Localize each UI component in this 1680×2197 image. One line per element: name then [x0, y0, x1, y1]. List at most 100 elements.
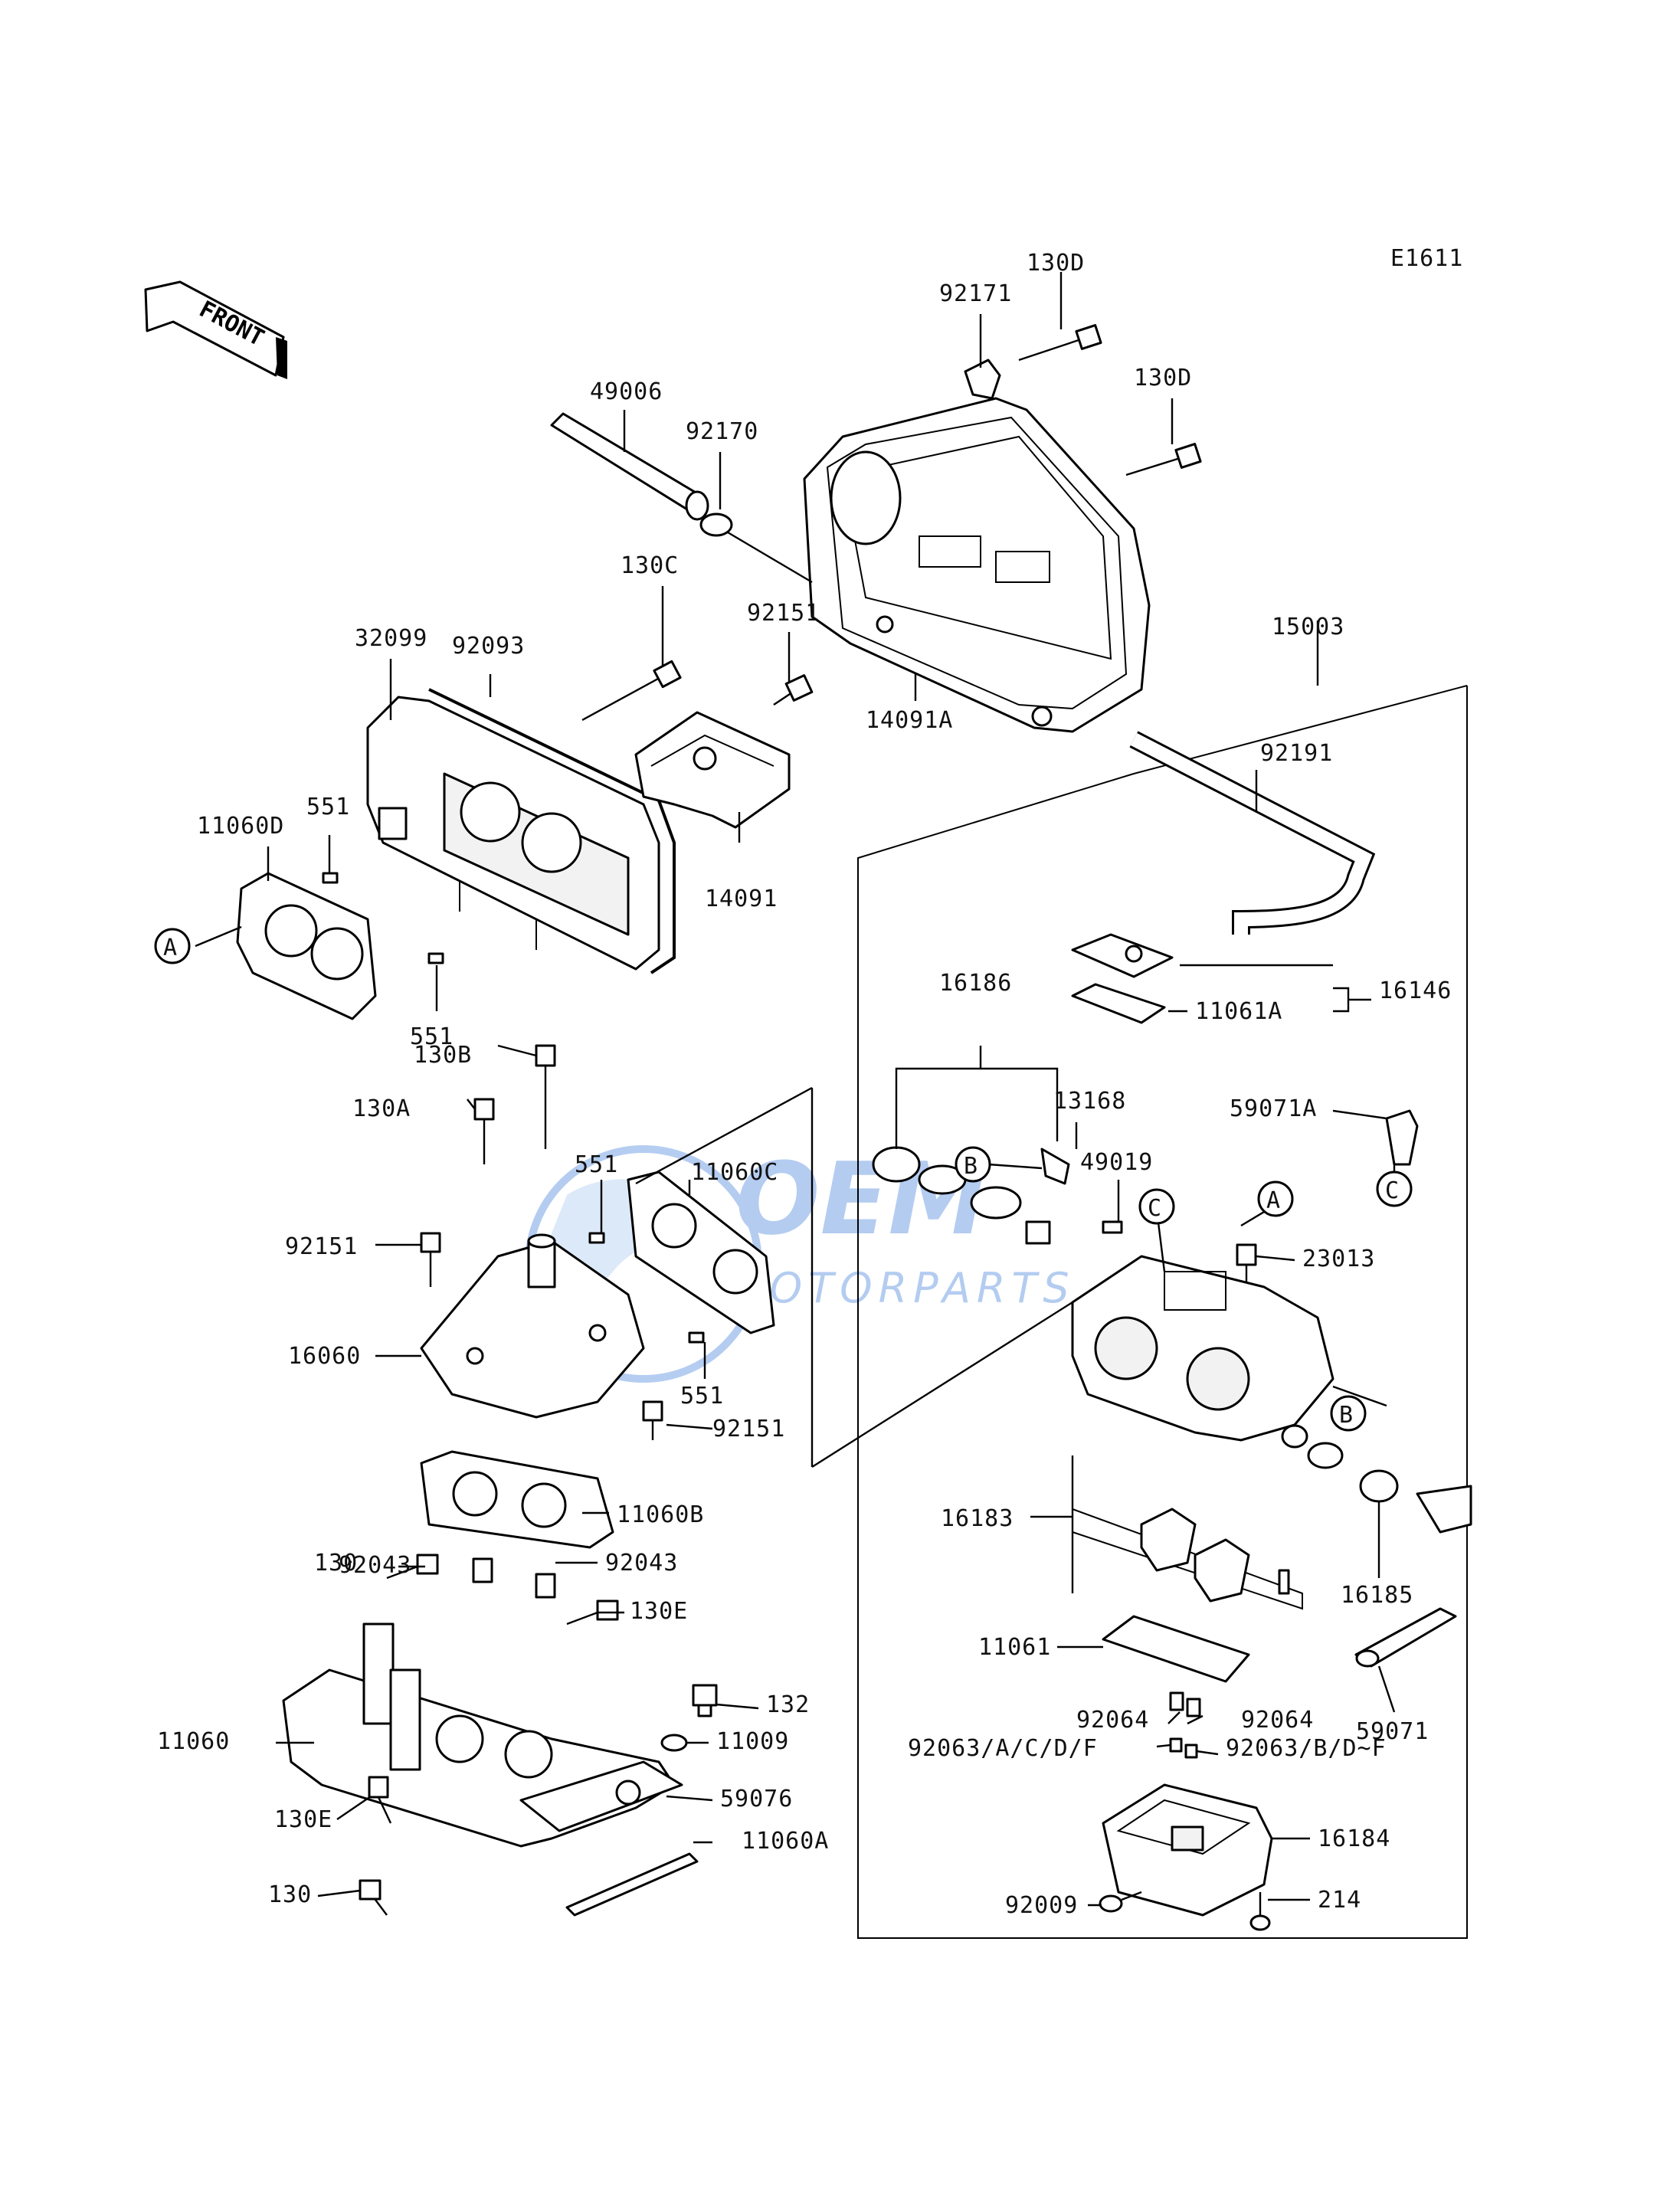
svg-text:C: C — [1385, 1177, 1400, 1204]
bolt-130B — [535, 1044, 556, 1149]
label-14091A: 14091A — [866, 707, 953, 734]
air-cleaner-housing-14091A — [803, 397, 1151, 733]
label-59076: 59076 — [720, 1786, 793, 1812]
jet-92064-pair — [1169, 1691, 1201, 1717]
label-92063-right: 92063/B/D~F — [1226, 1735, 1387, 1762]
watermark-brand: OEM — [735, 1141, 987, 1257]
part-labels: 130D 92171 130D 49006 92170 130C 92151 3… — [157, 250, 1452, 1919]
svg-text:B: B — [1339, 1402, 1354, 1429]
bolt-130E-b — [368, 1776, 392, 1824]
bolt-130D-a — [1018, 324, 1102, 362]
bolt-130-b — [359, 1879, 388, 1916]
label-13168: 13168 — [1053, 1088, 1126, 1115]
spacer-92043-right — [535, 1573, 556, 1599]
label-130A: 130A — [352, 1095, 411, 1122]
hose-92191 — [1129, 731, 1376, 935]
base-11060 — [282, 1622, 676, 1848]
bolt-130C — [581, 660, 682, 722]
label-11009: 11009 — [716, 1728, 789, 1755]
label-92170: 92170 — [686, 418, 758, 445]
label-92009: 92009 — [1005, 1892, 1078, 1919]
label-92043-left: 92043 — [339, 1552, 411, 1579]
dowel-551-d — [688, 1331, 705, 1344]
jet-92063-pair — [1169, 1737, 1198, 1759]
plug-132 — [692, 1684, 718, 1717]
label-11061A: 11061A — [1195, 998, 1282, 1025]
label-92171: 92171 — [939, 280, 1012, 307]
clip-13168 — [1040, 1148, 1070, 1185]
label-92064-right: 92064 — [1241, 1707, 1314, 1734]
label-130C: 130C — [621, 552, 679, 579]
throttle-shaft-16185 — [1281, 1424, 1472, 1534]
screw-214 — [1249, 1892, 1271, 1931]
label-214: 214 — [1318, 1887, 1361, 1914]
label-16146: 16146 — [1379, 977, 1452, 1004]
label-59071A: 59071A — [1230, 1095, 1317, 1122]
label-130-b: 130 — [268, 1881, 312, 1908]
diagram-code: E1611 — [1390, 245, 1463, 272]
gasket-92093 — [428, 688, 676, 974]
label-130B: 130B — [414, 1042, 472, 1069]
bolt-130E-a — [566, 1599, 619, 1626]
label-32099: 32099 — [355, 625, 427, 652]
dowel-551-a — [322, 872, 339, 884]
manifold-16060 — [420, 1233, 645, 1419]
hose-49006 — [550, 412, 709, 521]
screw-92009 — [1099, 1891, 1142, 1913]
cover-32099 — [366, 696, 660, 971]
watermark-sub: MOTORPARTS — [728, 1264, 1076, 1312]
label-59071: 59071 — [1356, 1718, 1429, 1745]
gasket-11061 — [1102, 1615, 1250, 1683]
float-16183 — [1072, 1508, 1303, 1610]
carb-body — [1071, 1255, 1335, 1442]
label-16060: 16060 — [288, 1343, 361, 1370]
label-23013: 23013 — [1302, 1246, 1375, 1272]
label-92191: 92191 — [1260, 740, 1333, 767]
svg-text:B: B — [964, 1153, 978, 1180]
label-130E-b: 130E — [274, 1806, 332, 1833]
label-92043-right: 92043 — [605, 1550, 678, 1577]
clamp-92170 — [699, 512, 733, 537]
gasket-11060A — [565, 1852, 699, 1917]
label-92093: 92093 — [452, 633, 525, 660]
label-130D-b: 130D — [1134, 365, 1192, 391]
callout-C-mid: C — [1138, 1188, 1175, 1225]
label-11060A: 11060A — [742, 1828, 829, 1855]
callout-B-right: B — [1330, 1395, 1367, 1432]
label-551-c: 551 — [575, 1151, 618, 1178]
bolt-130D-b — [1125, 443, 1202, 476]
label-11060C: 11060C — [691, 1159, 778, 1186]
front-direction-arrow: FRONT — [144, 280, 287, 379]
choke-linkage-16186 — [872, 1146, 1051, 1245]
label-14091: 14091 — [705, 886, 778, 912]
label-16184: 16184 — [1318, 1825, 1390, 1852]
label-130D-a: 130D — [1027, 250, 1085, 277]
plate-16146 — [1071, 933, 1174, 978]
label-551-a: 551 — [306, 794, 350, 820]
dowel-551-b — [427, 952, 444, 964]
label-92151-left: 92151 — [285, 1233, 358, 1260]
label-11061: 11061 — [978, 1634, 1051, 1661]
gasket-11060D — [236, 872, 377, 1020]
bolt-130A — [473, 1098, 495, 1164]
label-92064-left: 92064 — [1076, 1707, 1149, 1734]
svg-text:C: C — [1148, 1195, 1162, 1222]
label-11060D: 11060D — [197, 813, 284, 840]
callout-A-right: A — [1257, 1180, 1294, 1217]
leader-lines — [195, 272, 1396, 1907]
label-11060B: 11060B — [617, 1501, 704, 1528]
fitting-59071 — [1354, 1607, 1457, 1668]
label-16183: 16183 — [941, 1505, 1014, 1532]
clamp-92171 — [964, 359, 1001, 400]
bolt-130-a — [386, 1554, 439, 1580]
float-bowl-16184 — [1102, 1783, 1273, 1917]
label-16185: 16185 — [1341, 1582, 1413, 1609]
svg-text:A: A — [1266, 1187, 1281, 1214]
bolt-92151-top — [773, 674, 814, 706]
label-15003: 15003 — [1272, 614, 1344, 640]
bolt-92151-right — [642, 1400, 663, 1440]
part-59076 — [519, 1760, 683, 1832]
label-92151-right: 92151 — [712, 1416, 785, 1442]
fitting-59071A — [1385, 1109, 1419, 1166]
dowel-551-c — [588, 1232, 605, 1244]
